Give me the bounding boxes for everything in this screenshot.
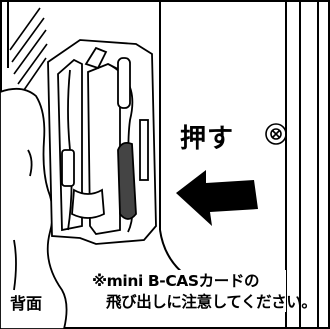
mini-bcas-card	[117, 141, 137, 220]
vent-slits	[9, 7, 48, 91]
caution-note-line1: ※mini B-CASカードの	[92, 272, 260, 290]
card-slot-assembly	[47, 39, 157, 245]
back-label: 背面	[10, 294, 43, 313]
push-arrow-icon	[176, 170, 258, 226]
screw-icon	[265, 123, 287, 145]
caution-note-line2: 飛び出しに注意してください。	[106, 293, 317, 311]
caution-backdrop	[86, 270, 286, 312]
push-label: 押す	[180, 124, 235, 154]
hand-illustration	[0, 87, 68, 329]
